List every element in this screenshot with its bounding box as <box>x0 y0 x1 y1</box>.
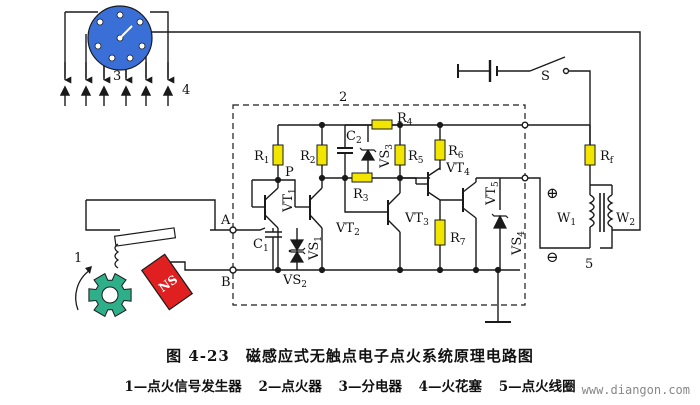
legend-item: 1—点火信号发生器 <box>124 379 242 395</box>
label-w1: W1 <box>557 211 576 228</box>
label-r2: R2 <box>300 149 316 166</box>
label-node-b: B <box>221 275 231 290</box>
pickup-core <box>113 227 177 247</box>
label-vs4: VS4 <box>510 231 527 256</box>
label-n4: 4 <box>182 83 190 98</box>
distributor <box>87 5 153 71</box>
resistor-r4 <box>371 119 393 130</box>
label-r1: R1 <box>254 149 270 166</box>
spark-plug-grounds <box>59 85 174 106</box>
label-c1: C1 <box>253 237 269 254</box>
label-vt5: VT5 <box>484 181 501 206</box>
pickup-coil <box>114 243 120 269</box>
legend-item: 2—点火器 <box>258 379 322 395</box>
label-r6: R6 <box>448 144 464 161</box>
resistors <box>272 119 596 246</box>
label-vt2: VT2 <box>335 221 360 238</box>
label-node-a: A <box>220 213 231 228</box>
label-vt4: VT4 <box>445 161 470 178</box>
zener-vs2 <box>288 249 306 263</box>
label-vs1: VS1 <box>307 236 324 261</box>
label-r4: R4 <box>397 111 413 128</box>
resistor-r6 <box>434 139 446 161</box>
label-rf: Rf <box>600 149 614 166</box>
label-n1: 1 <box>74 251 82 266</box>
watermark: www.diangon.com <box>581 383 690 397</box>
resistor-r3 <box>351 172 373 183</box>
resistor-r7 <box>434 219 446 246</box>
label-r5: R5 <box>408 149 424 166</box>
battery-switch <box>457 56 591 145</box>
legend-item: 5—点火线圈 <box>498 379 576 395</box>
label-r7: R7 <box>450 231 466 248</box>
rotation-arrow <box>75 269 91 311</box>
figure-title: 图 4-23 磁感应式无触点电子点火系统原理电路图 <box>166 347 534 365</box>
signal-generator: NS <box>75 227 194 318</box>
label-vs2: VS2 <box>282 273 307 290</box>
zener-vs1 <box>288 239 306 253</box>
label-n2: 2 <box>339 90 347 105</box>
zener-vs3 <box>359 147 377 161</box>
resistor-r1 <box>272 144 284 166</box>
label-vs3: VS3 <box>378 144 395 169</box>
label-node-p: P <box>285 165 294 180</box>
legend-item: 4—火花塞 <box>418 379 483 395</box>
label-minus: ⊖ <box>546 248 559 266</box>
figure-legend: 1—点火信号发生器 2—点火器 3—分电器 4—火花塞 5—点火线圈 <box>0 375 700 395</box>
resistor-rf <box>584 144 596 166</box>
label-c2: C2 <box>346 129 362 146</box>
resistor-r2 <box>316 144 328 166</box>
wires <box>59 11 641 323</box>
label-n5: 5 <box>585 257 593 272</box>
label-r3: R3 <box>353 187 369 204</box>
permanent-magnet: NS <box>140 253 194 311</box>
resistor-r5 <box>394 144 406 166</box>
legend-item: 3—分电器 <box>338 379 402 395</box>
zener-vs4 <box>491 213 509 229</box>
zener-diodes <box>288 147 509 263</box>
component-labels: R1 R2 C2 R3 R4 R5 R6 R7 Rf C1 VT4 VT2 VT… <box>253 111 635 290</box>
igniter-box <box>232 104 526 306</box>
rotor-wheel <box>88 272 132 318</box>
label-vt1: VT1 <box>281 188 298 213</box>
label-plus: ⊕ <box>546 184 559 202</box>
label-vt3: VT3 <box>404 211 429 228</box>
label-switch: S <box>541 69 550 84</box>
label-w2: W2 <box>616 211 635 228</box>
label-n3: 3 <box>113 69 121 84</box>
